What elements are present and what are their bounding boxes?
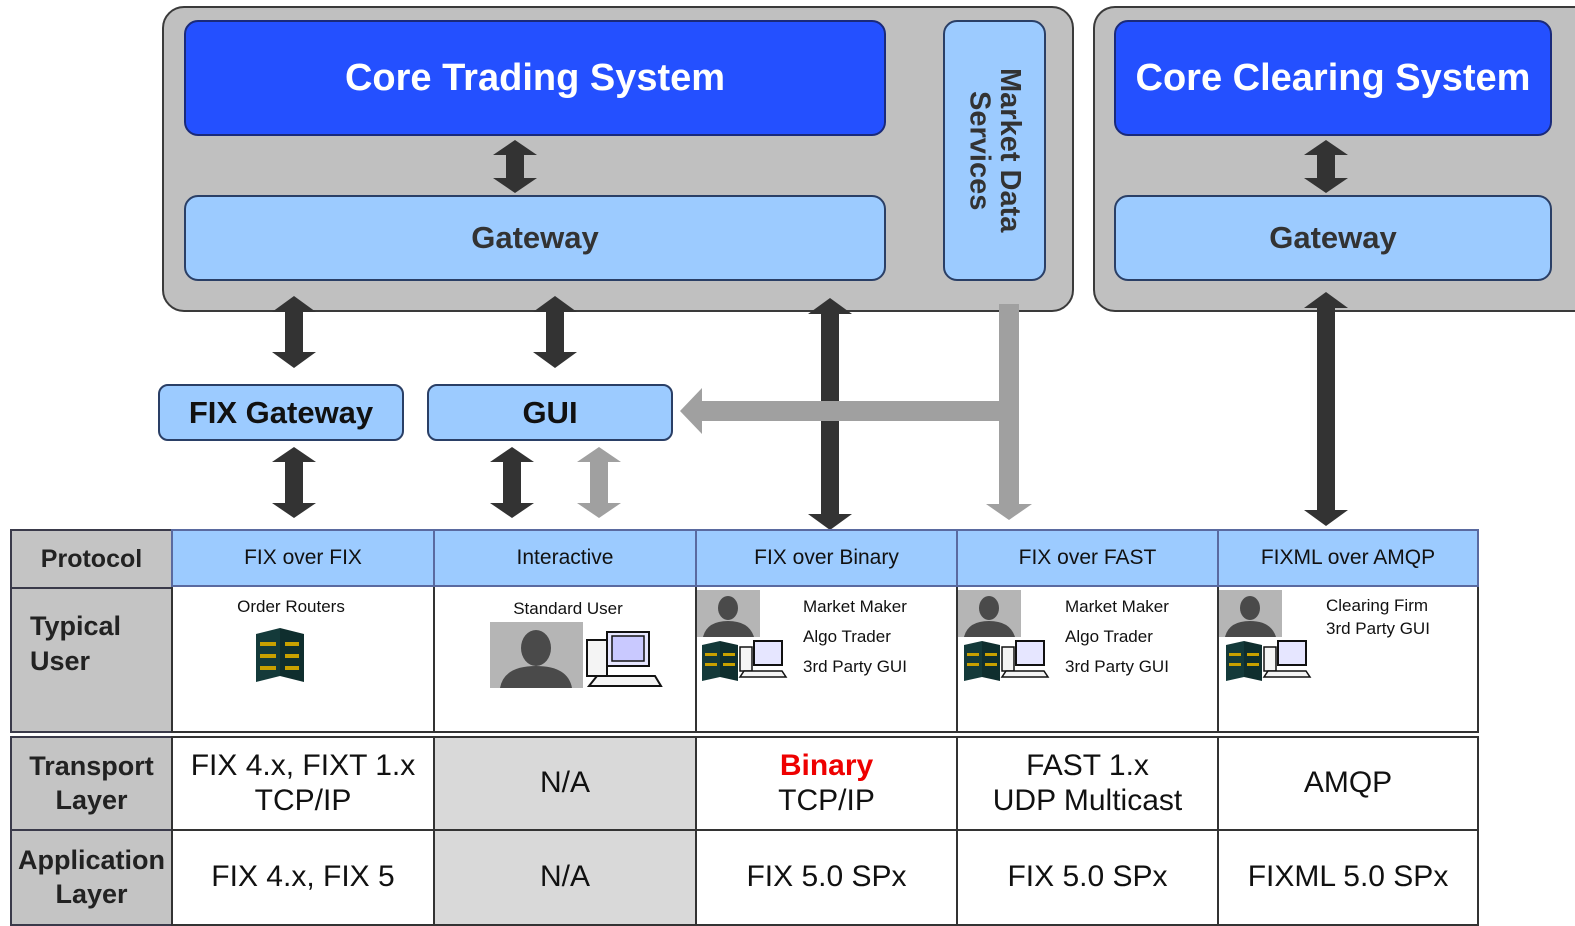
user-3rd-party-gui: 3rd Party GUI [1065,657,1169,676]
arrow-market-data-feed [680,304,1032,520]
row-header-application: Application Layer [10,831,171,926]
protocol-fix-over-binary: FIX over Binary [695,529,956,587]
user-order-routers: Order Routers [237,597,345,616]
protocol-fix-over-fix: FIX over FIX [171,529,433,587]
clearing-gateway: Gateway [1114,195,1552,281]
fix-gateway-box: FIX Gateway [158,384,404,441]
transport-interactive: N/A [433,736,695,831]
person-icon [490,622,583,688]
transport-fix-line-2: TCP/IP [254,783,352,817]
user-list-amqp: Clearing Firm 3rd Party GUI [1326,594,1476,640]
trading-gateway: Gateway [184,195,886,281]
core-trading-system: Core Trading System [184,20,886,136]
application-binary: FIX 5.0 SPx [695,831,956,926]
market-data-services: Market Data Services [943,20,1046,281]
person-icon [958,590,1021,637]
protocol-fixml-over-amqp: FIXML over AMQP [1217,529,1479,587]
arrow-gui-to-table [490,447,534,518]
transport-binary-highlight: Binary [779,749,874,782]
user-3rd-party-gui: 3rd Party GUI [803,657,907,676]
transport-amqp: AMQP [1217,736,1479,831]
protocol-fix-over-fast: FIX over FAST [956,529,1217,587]
server-computer-icon [1224,637,1312,681]
arrow-gateway-to-fix-gateway [272,296,316,368]
row-header-protocol: Protocol [10,529,171,587]
application-amqp: FIXML 5.0 SPx [1217,831,1479,926]
arrow-clearing-core-to-gateway [1304,140,1348,193]
transport-na: N/A [539,766,590,800]
user-clearing-firm: Clearing Firm [1326,596,1429,615]
arrow-core-to-gateway [493,140,537,193]
arrow-clearing-gateway-to-amqp [1304,292,1348,526]
transport-fast-line-1: FAST 1.x [1026,749,1149,782]
gui-box: GUI [427,384,673,441]
transport-fast: FAST 1.x UDP Multicast [956,736,1217,831]
transport-amqp-line-1: AMQP [1303,766,1393,800]
user-market-maker: Market Maker [1065,597,1169,616]
computer-icon [585,630,663,688]
user-list-fast: Market Maker Algo Trader 3rd Party GUI [1065,592,1215,682]
transport-fast-line-2: UDP Multicast [992,783,1183,817]
core-clearing-system: Core Clearing System [1114,20,1552,136]
row-header-transport: Transport Layer [10,736,171,831]
person-icon [697,590,760,637]
arrow-gateway-to-gui [533,296,577,368]
user-algo-trader: Algo Trader [1065,627,1153,646]
user-algo-trader: Algo Trader [803,627,891,646]
user-standard: Standard User [513,599,623,618]
transport-binary-line-2: TCP/IP [778,783,875,817]
user-market-maker: Market Maker [803,597,907,616]
server-icon [252,624,310,684]
transport-fix: FIX 4.x, FIXT 1.x TCP/IP [171,736,433,831]
application-interactive: N/A [433,831,695,926]
row-header-typical-user: Typical User [10,587,171,733]
server-computer-icon [700,637,788,681]
application-fix: FIX 4.x, FIX 5 [171,831,433,926]
person-icon [1219,590,1282,637]
user-list-binary: Market Maker Algo Trader 3rd Party GUI [803,592,953,682]
arrow-fix-gateway-to-table [272,447,316,518]
user-3rd-party-gui: 3rd Party GUI [1326,619,1430,638]
application-fast: FIX 5.0 SPx [956,831,1217,926]
server-computer-icon [962,637,1050,681]
transport-fix-line-1: FIX 4.x, FIXT 1.x [190,749,416,782]
transport-binary: Binary TCP/IP [695,736,956,831]
protocol-interactive: Interactive [433,529,695,587]
arrow-gui-market-data-to-table [577,447,621,518]
